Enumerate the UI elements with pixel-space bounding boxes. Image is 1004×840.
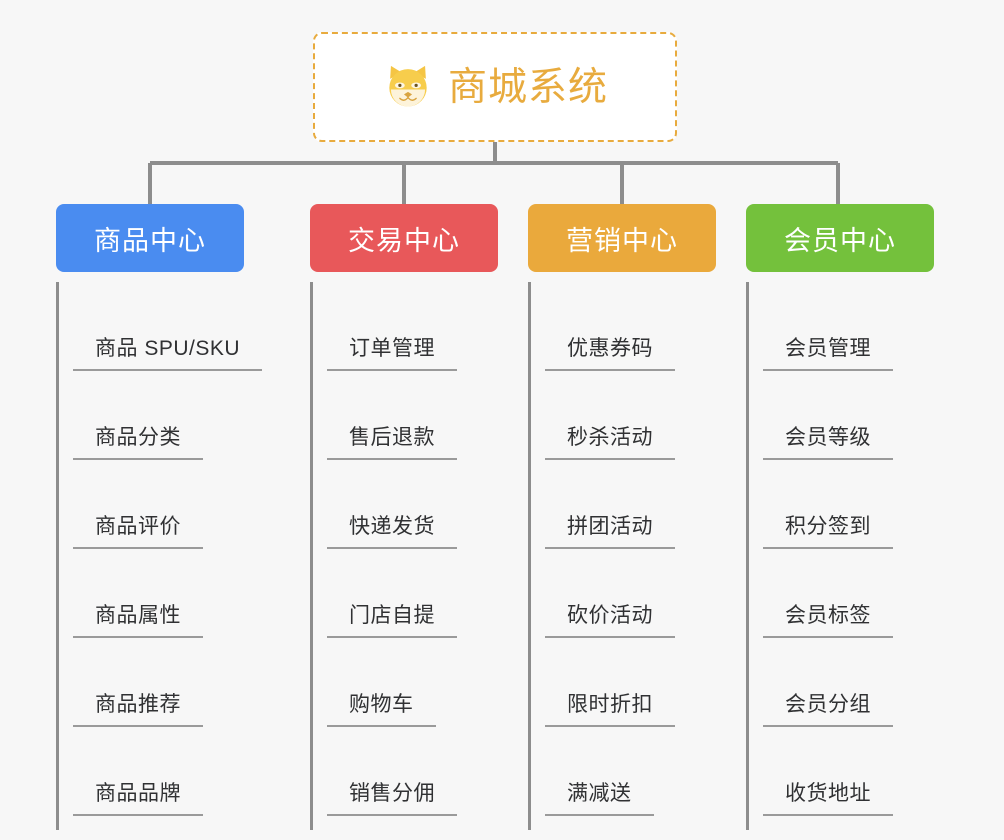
root-title: 商城系统 xyxy=(447,65,608,109)
category-label: 交易中心 xyxy=(348,225,460,256)
leaf-label: 会员分组 xyxy=(763,693,893,727)
leaf-label: 商品属性 xyxy=(73,604,203,638)
leaf-item[interactable]: 会员管理 xyxy=(763,282,972,371)
leaf-item[interactable]: 限时折扣 xyxy=(545,638,754,727)
leaf-label: 收货地址 xyxy=(763,782,893,816)
leaf-list-member: 会员管理 会员等级 积分签到 会员标签 会员分组 收货地址 xyxy=(746,282,972,830)
leaf-label: 门店自提 xyxy=(327,604,457,638)
leaf-item[interactable]: 商品推荐 xyxy=(73,638,282,727)
leaf-label: 快递发货 xyxy=(327,515,457,549)
leaf-label: 销售分佣 xyxy=(327,782,457,816)
category-columns: 商品中心 商品 SPU/SKU 商品分类 商品评价 商品属性 商品推荐 商品品牌… xyxy=(0,204,1004,840)
leaf-label: 订单管理 xyxy=(327,337,457,371)
leaf-item[interactable]: 销售分佣 xyxy=(327,727,536,816)
leaf-label: 会员管理 xyxy=(763,337,893,371)
category-node-product[interactable]: 商品中心 xyxy=(56,204,244,272)
leaf-item[interactable]: 优惠券码 xyxy=(545,282,754,371)
leaf-label: 砍价活动 xyxy=(545,604,675,638)
category-column-trade: 交易中心 订单管理 售后退款 快递发货 门店自提 购物车 销售分佣 xyxy=(310,204,536,830)
leaf-label: 限时折扣 xyxy=(545,693,675,727)
leaf-label: 会员等级 xyxy=(763,426,893,460)
leaf-item[interactable]: 商品品牌 xyxy=(73,727,282,816)
category-node-member[interactable]: 会员中心 xyxy=(746,204,934,272)
leaf-item[interactable]: 满减送 xyxy=(545,727,754,816)
category-node-marketing[interactable]: 营销中心 xyxy=(528,204,716,272)
leaf-label: 拼团活动 xyxy=(545,515,675,549)
category-node-trade[interactable]: 交易中心 xyxy=(310,204,498,272)
leaf-label: 商品推荐 xyxy=(73,693,203,727)
leaf-item[interactable]: 商品分类 xyxy=(73,371,282,460)
leaf-item[interactable]: 订单管理 xyxy=(327,282,536,371)
leaf-label: 会员标签 xyxy=(763,604,893,638)
leaf-list-marketing: 优惠券码 秒杀活动 拼团活动 砍价活动 限时折扣 满减送 xyxy=(528,282,754,830)
leaf-label: 购物车 xyxy=(327,693,436,727)
leaf-item[interactable]: 砍价活动 xyxy=(545,549,754,638)
category-column-product: 商品中心 商品 SPU/SKU 商品分类 商品评价 商品属性 商品推荐 商品品牌 xyxy=(56,204,282,830)
leaf-label: 优惠券码 xyxy=(545,337,675,371)
leaf-label: 商品 SPU/SKU xyxy=(73,337,263,371)
leaf-label: 积分签到 xyxy=(763,515,893,549)
leaf-item[interactable]: 商品评价 xyxy=(73,460,282,549)
leaf-list-trade: 订单管理 售后退款 快递发货 门店自提 购物车 销售分佣 xyxy=(310,282,536,830)
leaf-item[interactable]: 快递发货 xyxy=(327,460,536,549)
leaf-item[interactable]: 售后退款 xyxy=(327,371,536,460)
leaf-item[interactable]: 收货地址 xyxy=(763,727,972,816)
category-label: 商品中心 xyxy=(94,225,206,256)
leaf-item[interactable]: 购物车 xyxy=(327,638,536,727)
category-column-marketing: 营销中心 优惠券码 秒杀活动 拼团活动 砍价活动 限时折扣 满减送 xyxy=(528,204,754,830)
root-node[interactable]: 商城系统 xyxy=(313,32,677,142)
leaf-item[interactable]: 拼团活动 xyxy=(545,460,754,549)
leaf-list-product: 商品 SPU/SKU 商品分类 商品评价 商品属性 商品推荐 商品品牌 xyxy=(56,282,282,830)
leaf-label: 商品评价 xyxy=(73,515,203,549)
leaf-item[interactable]: 会员标签 xyxy=(763,549,972,638)
leaf-label: 秒杀活动 xyxy=(545,426,675,460)
category-label: 营销中心 xyxy=(566,225,678,256)
leaf-label: 商品品牌 xyxy=(73,782,203,816)
leaf-item[interactable]: 门店自提 xyxy=(327,549,536,638)
leaf-item[interactable]: 商品 SPU/SKU xyxy=(73,282,282,371)
leaf-label: 售后退款 xyxy=(327,426,457,460)
leaf-item[interactable]: 秒杀活动 xyxy=(545,371,754,460)
leaf-item[interactable]: 商品属性 xyxy=(73,549,282,638)
leaf-item[interactable]: 会员等级 xyxy=(763,371,972,460)
leaf-label: 满减送 xyxy=(545,782,654,816)
leaf-label: 商品分类 xyxy=(73,426,203,460)
leaf-item[interactable]: 会员分组 xyxy=(763,638,972,727)
leaf-item[interactable]: 积分签到 xyxy=(763,460,972,549)
category-label: 会员中心 xyxy=(784,225,896,256)
category-column-member: 会员中心 会员管理 会员等级 积分签到 会员标签 会员分组 收货地址 xyxy=(746,204,972,830)
shiba-dog-face-icon xyxy=(389,65,427,107)
